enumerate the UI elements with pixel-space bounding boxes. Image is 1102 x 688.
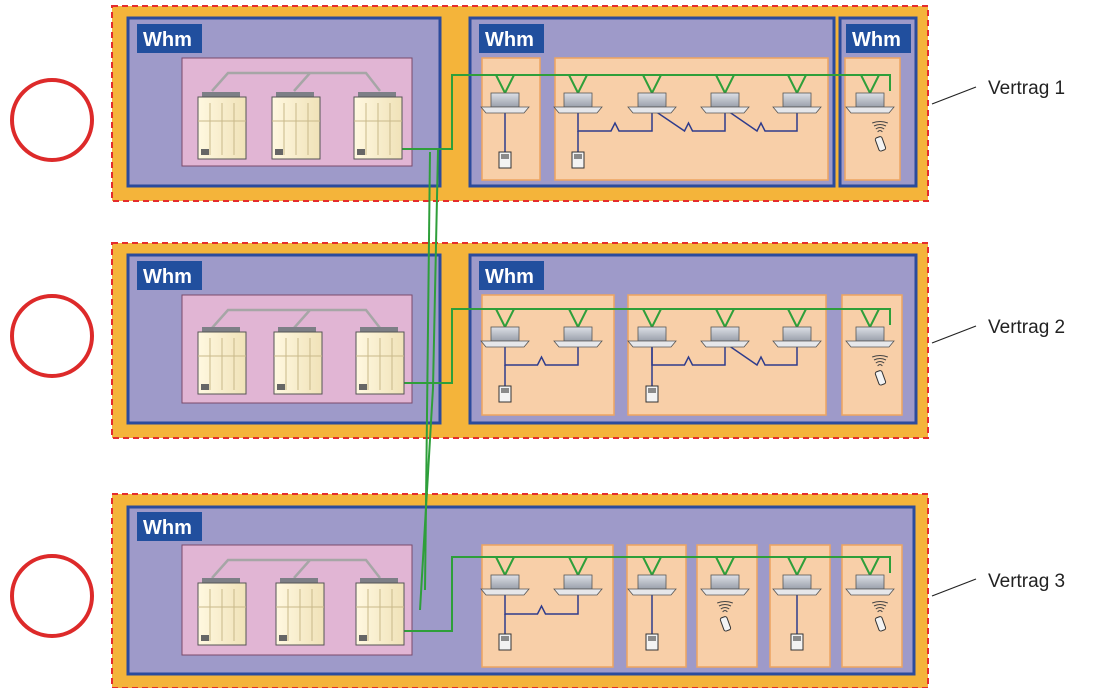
outdoor-pipe	[211, 71, 381, 92]
leader-line	[931, 578, 977, 597]
refrigerant-pipe	[402, 74, 891, 150]
outdoor-unit-icon	[355, 327, 405, 395]
wireless-remote-icon	[717, 601, 733, 632]
outdoor-unit-icon	[273, 327, 323, 395]
control-bus	[577, 107, 798, 133]
wired-controller-icon	[571, 151, 585, 169]
contract-label: Vertrag 1	[988, 78, 1065, 99]
ceiling-cassette-icon	[553, 326, 603, 348]
refrigerant-pipe	[402, 556, 891, 632]
svg-text:Whm: Whm	[143, 517, 192, 539]
status-circle-icon	[10, 78, 94, 162]
ceiling-cassette-icon	[700, 92, 750, 114]
whm-badge: Whm	[846, 24, 911, 53]
control-bus	[651, 341, 798, 367]
status-circle-icon	[10, 294, 94, 378]
ceiling-cassette-icon	[480, 326, 530, 348]
ceiling-cassette-icon	[845, 326, 895, 348]
ceiling-cassette-icon	[553, 92, 603, 114]
wireless-remote-icon	[872, 355, 888, 386]
svg-text:Whm: Whm	[143, 266, 192, 288]
wired-controller-icon	[790, 633, 804, 651]
whm-badge: Whm	[137, 512, 202, 541]
wireless-remote-icon	[872, 601, 888, 632]
ceiling-cassette-icon	[845, 92, 895, 114]
room	[696, 544, 758, 668]
svg-text:Whm: Whm	[143, 29, 192, 51]
svg-text:Whm: Whm	[852, 29, 901, 51]
wired-controller-icon	[645, 633, 659, 651]
ceiling-cassette-icon	[480, 574, 530, 596]
whm-badge: Whm	[479, 24, 544, 53]
wired-controller-icon	[498, 151, 512, 169]
outdoor-unit-icon	[275, 578, 325, 646]
outdoor-unit-icon	[355, 578, 405, 646]
room	[841, 544, 903, 668]
outdoor-pipe	[211, 558, 381, 579]
whm-badge: Whm	[137, 261, 202, 290]
ceiling-cassette-icon	[700, 326, 750, 348]
ceiling-cassette-icon	[772, 326, 822, 348]
ceiling-cassette-icon	[627, 92, 677, 114]
outdoor-unit-icon	[353, 92, 403, 160]
ceiling-cassette-icon	[627, 326, 677, 348]
status-circle-icon	[10, 554, 94, 638]
whm-badge: Whm	[479, 261, 544, 290]
ceiling-cassette-icon	[700, 574, 750, 596]
ceiling-cassette-icon	[480, 92, 530, 114]
svg-text:Whm: Whm	[485, 29, 534, 51]
ceiling-cassette-icon	[553, 574, 603, 596]
outdoor-unit-icon	[271, 92, 321, 160]
room	[844, 57, 901, 181]
ceiling-cassette-icon	[772, 574, 822, 596]
wired-controller-icon	[645, 385, 659, 403]
room	[841, 294, 903, 416]
refrigerant-pipe	[402, 308, 891, 384]
room	[554, 57, 829, 181]
wired-controller-icon	[498, 385, 512, 403]
outdoor-unit-icon	[197, 327, 247, 395]
wired-controller-icon	[498, 633, 512, 651]
outdoor-pipe	[211, 308, 381, 329]
ceiling-cassette-icon	[627, 574, 677, 596]
outdoor-unit-icon	[197, 578, 247, 646]
outdoor-unit-icon	[197, 92, 247, 160]
whm-badge: Whm	[137, 24, 202, 53]
leader-line	[931, 325, 977, 344]
contract-label: Vertrag 3	[988, 571, 1065, 592]
ceiling-cassette-icon	[845, 574, 895, 596]
svg-text:Whm: Whm	[485, 266, 534, 288]
contract-label: Vertrag 2	[988, 317, 1065, 338]
wireless-remote-icon	[872, 121, 888, 152]
room	[627, 294, 827, 416]
leader-line	[931, 86, 977, 105]
ceiling-cassette-icon	[772, 92, 822, 114]
refrigerant-pipe	[419, 149, 439, 611]
